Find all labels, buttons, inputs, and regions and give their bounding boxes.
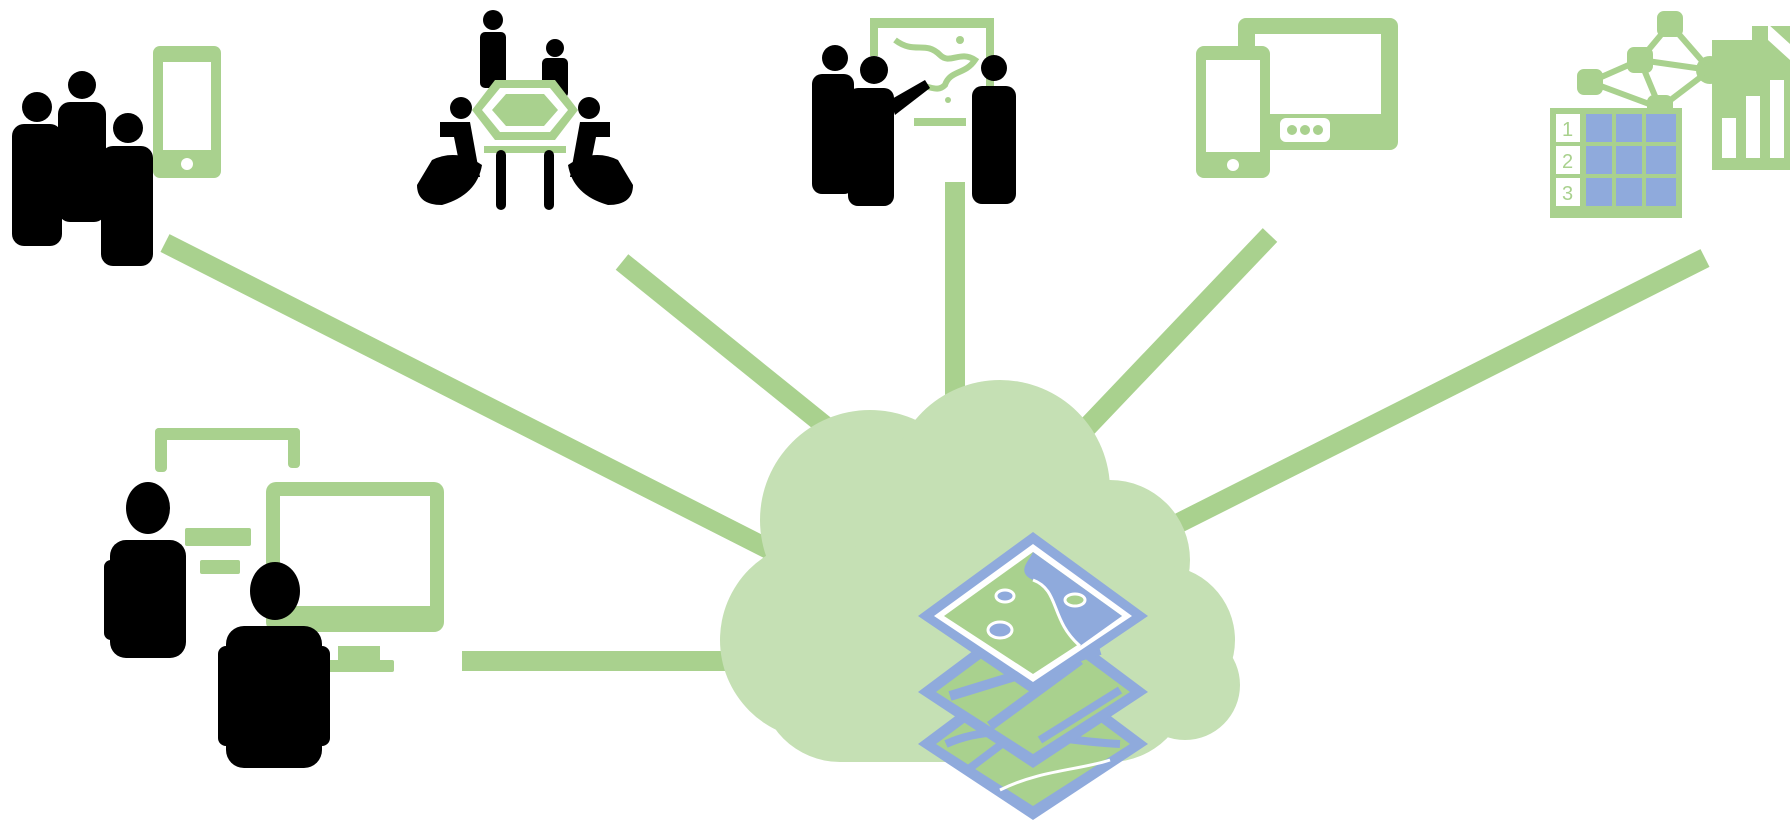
- connector-devices: [1062, 228, 1278, 452]
- node-mobile-users: [12, 46, 221, 266]
- desktop-monitor-icon: [155, 428, 444, 672]
- users-group-icon: [12, 71, 153, 266]
- node-analytics: 1 2 3: [1550, 11, 1790, 218]
- layered-map-icon: [918, 532, 1148, 820]
- connector-mobile-users: [160, 234, 795, 569]
- tablet-icon: [1238, 18, 1398, 150]
- smartphone-icon: [1196, 46, 1270, 178]
- connectors: [160, 182, 1710, 671]
- node-desktop-users: [104, 428, 444, 768]
- table-row-number: 3: [1562, 183, 1573, 205]
- users-pair-icon: [104, 482, 330, 768]
- bar-chart-icon: [1712, 24, 1790, 170]
- meeting-table-icon: [417, 10, 633, 210]
- network-graph-icon: [1577, 11, 1724, 121]
- node-presentation: [812, 18, 1016, 206]
- node-meeting: [417, 10, 633, 210]
- table-row-number: 1: [1562, 119, 1573, 141]
- table-row-number: 2: [1562, 151, 1573, 173]
- presenter-icon: [812, 45, 1016, 206]
- data-table-icon: 1 2 3: [1550, 108, 1682, 218]
- connector-analytics: [1160, 249, 1710, 539]
- node-devices: [1196, 18, 1398, 178]
- smartphone-icon: [153, 46, 221, 178]
- map-layer-top: [918, 532, 1148, 694]
